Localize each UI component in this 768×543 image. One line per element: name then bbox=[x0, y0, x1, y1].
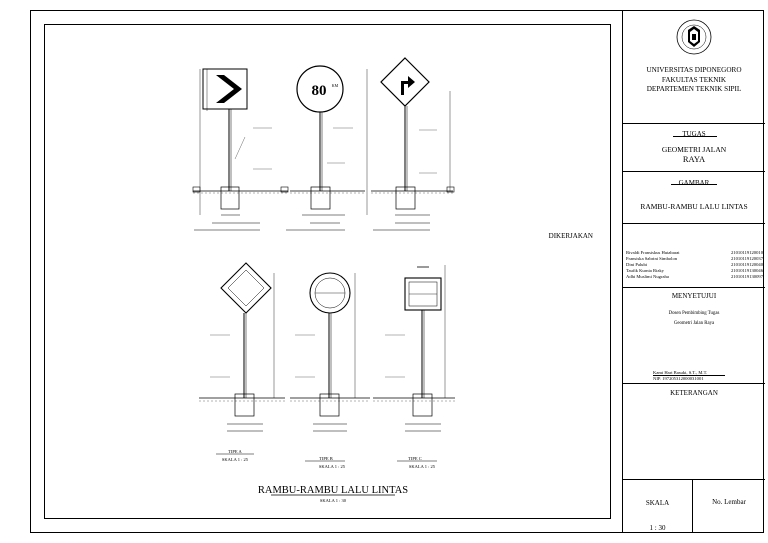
keterangan-section: KETERANGAN bbox=[623, 384, 765, 480]
skala-label: SKALA bbox=[645, 499, 670, 507]
menyetujui-label: MENYETUJUI bbox=[671, 292, 717, 300]
type-b-drawing bbox=[290, 272, 370, 432]
drawing-frame: 80 KM TIPE A SKALA 1 : 25 TIPE B SKALA 1… bbox=[44, 24, 611, 519]
no-lembar-label: No. Lembar bbox=[712, 498, 746, 506]
main-drawing-title: RAMBU-RAMBU LALU LINTAS bbox=[258, 485, 408, 496]
supervisor-name: Kami Hari Basuki, S.T., M.T. bbox=[653, 370, 708, 375]
dikerjakan-section bbox=[623, 224, 765, 288]
university-header: UNIVERSITAS DIPONEGORO FAKULTAS TEKNIK D… bbox=[623, 66, 765, 95]
supervisor-role-2: Geometri Jalan Raya bbox=[673, 321, 715, 326]
type-b-scale: SKALA 1 : 25 bbox=[319, 464, 346, 469]
supervisor-nip: NIP. 197205312000031001 bbox=[653, 376, 704, 381]
supervisor-role-1: Dosen Pembimbing Tugas bbox=[668, 311, 720, 316]
menyetujui-section: MENYETUJUI Dosen Pembimbing Tugas Geomet… bbox=[623, 288, 765, 384]
speed-sign-unit: KM bbox=[332, 83, 339, 88]
drawing-sheet bbox=[30, 10, 764, 533]
type-a-scale: SKALA 1 : 25 bbox=[222, 457, 249, 462]
keterangan-label: KETERANGAN bbox=[670, 389, 718, 397]
type-c-scale: SKALA 1 : 25 bbox=[409, 464, 436, 469]
sign-drawings: 80 KM TIPE A SKALA 1 : 25 TIPE B SKALA 1… bbox=[192, 57, 593, 503]
type-a-drawing bbox=[199, 262, 285, 432]
course-name-line1: GEOMETRI JALAN bbox=[661, 145, 727, 154]
gambar-label: GAMBAR bbox=[678, 179, 710, 187]
sheet-number-section: No. Lembar bbox=[693, 480, 765, 533]
course-name-line2: RAYA bbox=[682, 154, 706, 164]
type-a-label: TIPE A bbox=[228, 449, 242, 454]
type-c-drawing bbox=[373, 265, 455, 432]
gambar-section: GAMBAR RAMBU-RAMBU LALU LINTAS bbox=[623, 172, 765, 224]
skala-value: 1 : 30 bbox=[649, 524, 666, 532]
title-block: UNIVERSITAS DIPONEGORO FAKULTAS TEKNIK D… bbox=[622, 10, 765, 533]
skala-section: SKALA 1 : 30 bbox=[623, 480, 693, 533]
faculty-name: FAKULTAS TEKNIK bbox=[661, 75, 727, 84]
speed-sign-number: 80 bbox=[312, 83, 327, 99]
drawing-title: RAMBU-RAMBU LALU LINTAS bbox=[640, 202, 748, 211]
department-name: DEPARTEMEN TEKNIK SIPIL bbox=[646, 85, 742, 93]
dikerjakan-label: DIKERJAKAN bbox=[549, 232, 593, 240]
speed-limit-sign-drawing bbox=[286, 65, 365, 231]
chevron-sign-drawing bbox=[192, 68, 289, 231]
main-drawing-scale: SKALA 1 : 30 bbox=[320, 498, 347, 503]
university-name: UNIVERSITAS DIPONEGORO bbox=[646, 66, 742, 74]
university-seal-icon bbox=[676, 19, 712, 55]
type-c-label: TIPE C bbox=[408, 456, 422, 461]
turn-sign-drawing bbox=[366, 57, 455, 231]
tugas-label: TUGAS bbox=[682, 130, 706, 138]
type-b-label: TIPE B bbox=[319, 456, 333, 461]
tugas-section: TUGAS GEOMETRI JALAN RAYA bbox=[623, 124, 765, 172]
